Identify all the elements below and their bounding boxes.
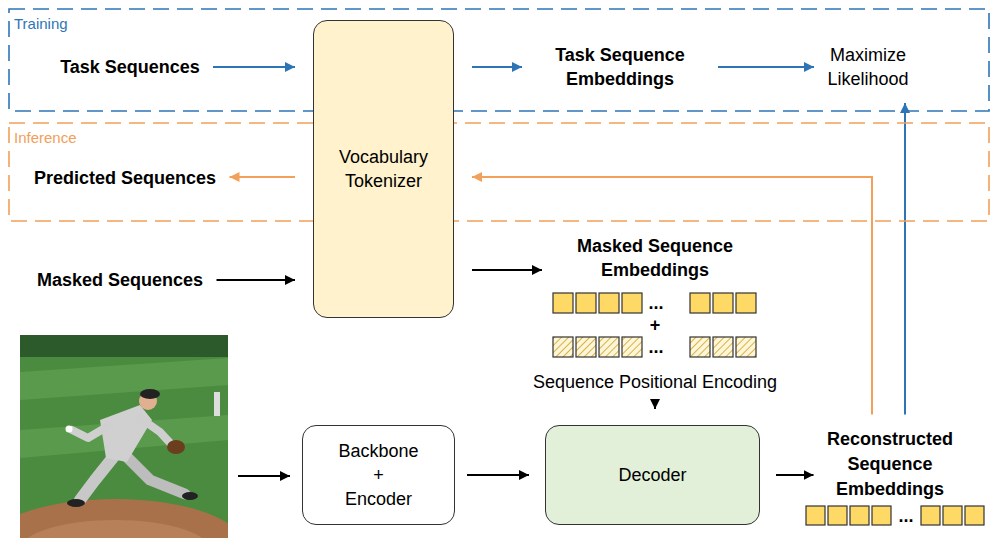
- positional-cell: [576, 337, 596, 357]
- embedding-label: Masked Sequence Embeddings: [552, 232, 758, 284]
- pitcher-leg: [125, 455, 185, 494]
- sequence-label: Task Sequences: [57, 53, 203, 81]
- pitchers-mound: [20, 520, 210, 538]
- flow-arrow: [213, 66, 295, 68]
- positional-cell: [553, 337, 573, 357]
- embedding-cell: [921, 506, 940, 525]
- positional-cell: [713, 337, 733, 357]
- pitcher-cap: [140, 389, 160, 399]
- node-text: Masked Sequence Embeddings: [555, 234, 755, 282]
- pitcher-arm: [72, 425, 110, 438]
- positional-cell: [599, 337, 619, 357]
- node-text: Decoder: [618, 463, 686, 487]
- flow-arrow: [776, 474, 814, 476]
- embedding-cell: [576, 293, 596, 313]
- flow-arrow: [217, 279, 296, 281]
- decoder-box: Decoder: [545, 425, 760, 525]
- embedding-cell: [553, 293, 573, 313]
- embedding-cell: [965, 506, 984, 525]
- outfield-wall: [20, 335, 228, 357]
- flow-arrow: [467, 474, 529, 476]
- sequence-label: Predicted Sequences: [31, 164, 220, 192]
- positional-cell: [622, 337, 642, 357]
- inference-band: InferencePredicted Sequences: [8, 122, 990, 222]
- embedding-cell: [828, 506, 847, 525]
- embedding-cell: [850, 506, 869, 525]
- pitcher-shoe: [182, 492, 198, 500]
- flow-arrow: [654, 406, 656, 409]
- photo: [20, 335, 228, 538]
- node-text: Reconstructed Sequence Embeddings: [827, 427, 953, 502]
- grass-stripe: [20, 358, 228, 400]
- pitcher-leg: [80, 455, 115, 500]
- ellipsis: ...: [648, 294, 663, 312]
- band-title: Inference: [14, 126, 77, 150]
- node-text: Task Sequences: [60, 55, 200, 79]
- node-text: Masked Sequences: [37, 268, 203, 292]
- dashed-border: [9, 9, 989, 111]
- node-text: Sequence Positional Encoding: [533, 370, 777, 394]
- dashed-border: [9, 123, 989, 221]
- pitchers-mound: [20, 499, 228, 538]
- node-text: Predicted Sequences: [34, 166, 216, 190]
- tokenizer-box: Vocabulary Tokenizer: [313, 20, 454, 318]
- ellipsis: ...: [648, 338, 663, 356]
- objective-label: Maximize Likelihood: [824, 41, 912, 93]
- encoding-label: Sequence Positional Encoding: [530, 368, 781, 396]
- flow-arrow: [472, 66, 522, 68]
- training-band: TrainingTask Sequences Task Sequence Embe…: [8, 8, 990, 112]
- flow-arrow: [230, 176, 296, 178]
- flow-arrow: [718, 66, 814, 68]
- pitcher-arm: [140, 418, 172, 445]
- embedding-cell: [806, 506, 825, 525]
- pitcher-torso: [100, 405, 152, 462]
- embedding-cell: [736, 293, 756, 313]
- embedding-cell: [713, 293, 733, 313]
- ellipsis: ...: [898, 507, 913, 525]
- embedding-cell: [690, 293, 710, 313]
- encoder-box: Backbone + Encoder: [302, 425, 455, 525]
- embedding-cell: [943, 506, 962, 525]
- positional-cell: [690, 337, 710, 357]
- plus-sign: +: [650, 316, 661, 334]
- distant-player: [214, 392, 220, 416]
- embedding-label: Task Sequence Embeddings: [532, 41, 708, 93]
- baseball: [66, 426, 73, 433]
- embedding-cell: [599, 293, 619, 313]
- embedding-cell: [872, 506, 891, 525]
- flow-arrow: [472, 177, 872, 415]
- embedding-label: Reconstructed Sequence Embeddings: [824, 425, 957, 504]
- glove: [167, 440, 185, 454]
- band-title: Training: [14, 12, 68, 36]
- sequence-label: Masked Sequences: [34, 266, 207, 294]
- node-text: Task Sequence Embeddings: [535, 43, 705, 91]
- embedding-cell: [622, 293, 642, 313]
- positional-cell: [736, 337, 756, 357]
- input-arrow: [238, 475, 290, 477]
- flow-arrow: [904, 103, 906, 415]
- node-text: Backbone + Encoder: [338, 439, 418, 511]
- flow-arrow: [472, 269, 542, 271]
- node-text: Maximize Likelihood: [827, 43, 908, 91]
- pitcher-shoe: [67, 499, 85, 507]
- node-text: Vocabulary Tokenizer: [339, 145, 428, 193]
